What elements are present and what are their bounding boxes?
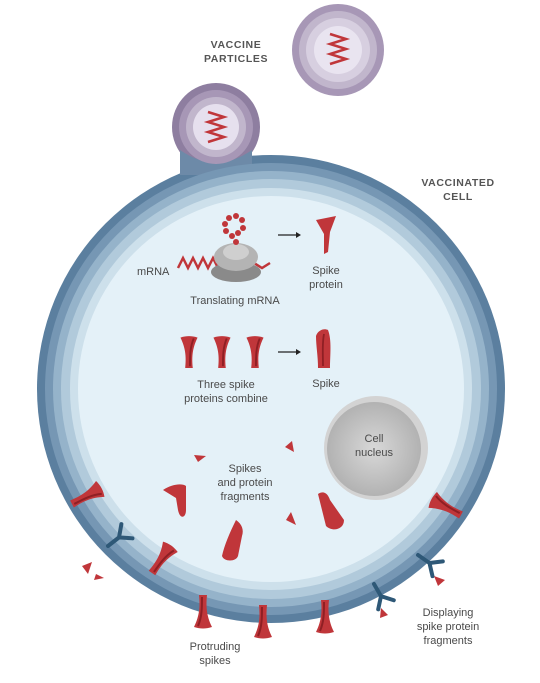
cell-nucleus-label: Cell nucleus: [355, 433, 393, 459]
mrna-coil-icon: [203, 110, 229, 144]
arrow-icon: [278, 232, 301, 238]
mrna-label: mRNA: [137, 266, 170, 278]
vaccinated-cell-label: VACCINATED CELL: [421, 177, 495, 203]
amino-acid-chain-icon: [222, 213, 246, 245]
spike-label: Spike: [312, 378, 340, 390]
vaccine-particles-label: VACCINE PARTICLES: [203, 39, 269, 65]
vaccinated-cell: [37, 83, 505, 623]
spike-protein-icon: [316, 216, 336, 254]
assembled-spike-icon: [316, 329, 331, 368]
vaccine-particle-fusing: [179, 90, 253, 164]
receptor-fragments: [82, 522, 445, 618]
protein-fragments: [163, 441, 344, 561]
protruding-label: Protruding spikes: [189, 641, 241, 667]
displaying-label: Displaying spike protein fragments: [416, 607, 480, 647]
spike-protein-label: Spike protein: [309, 265, 343, 291]
arrow-icon: [278, 349, 301, 355]
spikes-fragments-label: Spikes and protein fragments: [217, 463, 273, 503]
mrna-coil-icon: [325, 32, 351, 66]
vaccine-particle-free: [292, 4, 384, 96]
cell-nucleus: [324, 396, 428, 500]
three-spike-label: Three spike proteins combine: [184, 379, 268, 405]
translating-mrna-label: Translating mRNA: [190, 295, 280, 307]
ribosome-icon: [176, 213, 271, 282]
